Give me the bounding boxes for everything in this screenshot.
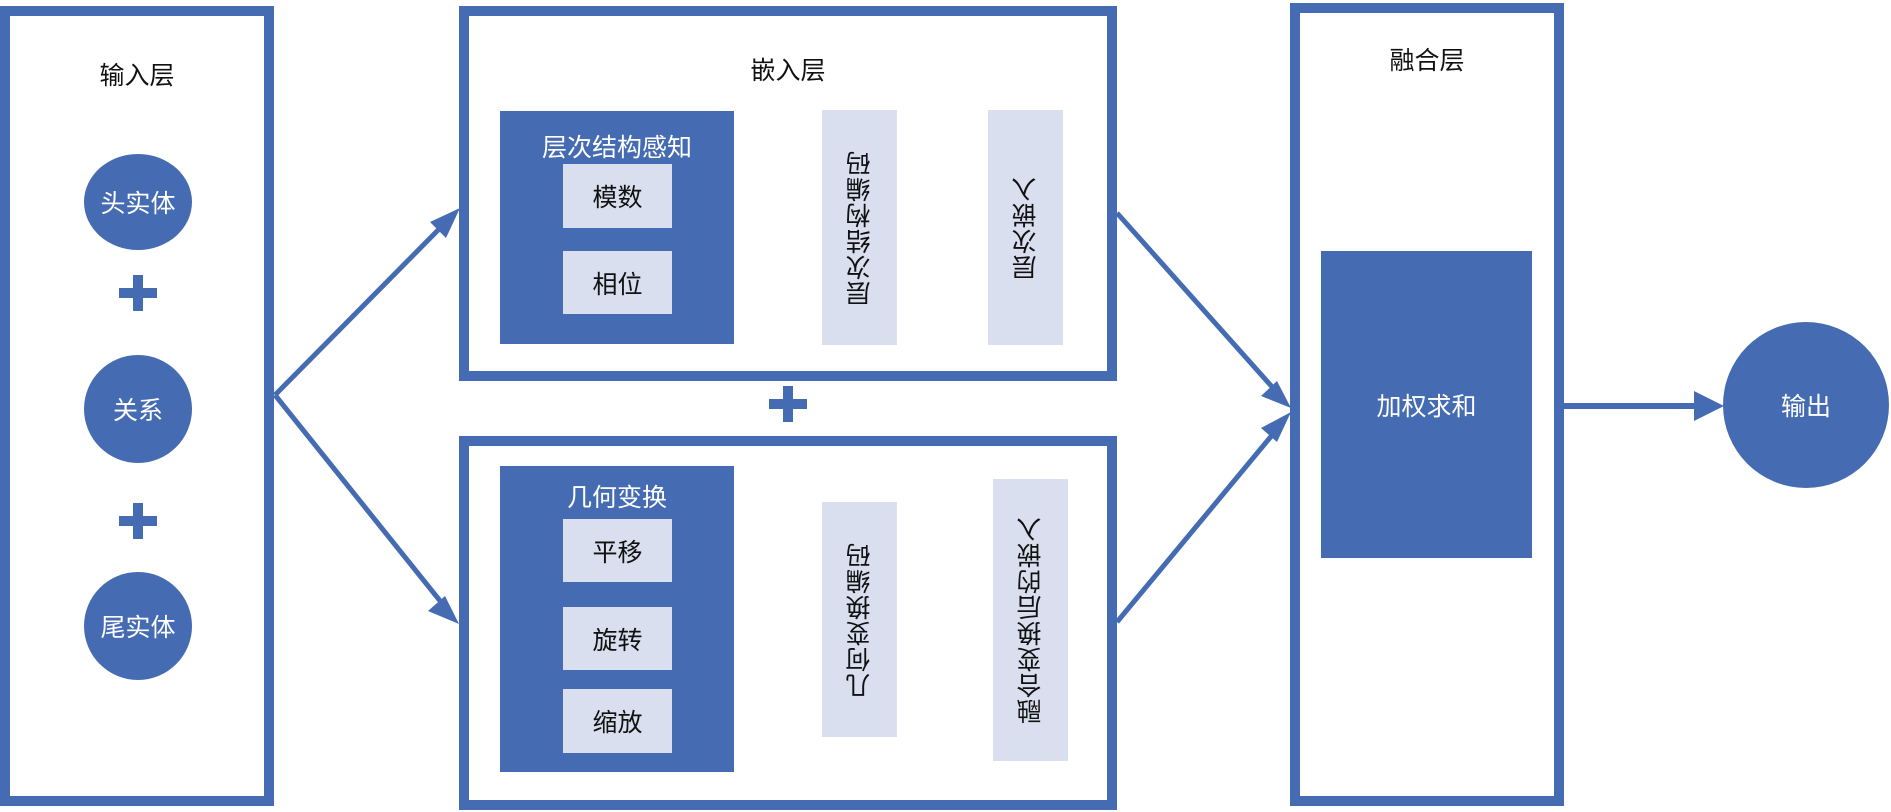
phase-label: 相位: [592, 269, 643, 299]
geometric-transform-title: 几何变换: [566, 483, 667, 512]
input-layer-title: 输入层: [99, 61, 175, 90]
hierarchy-embedding-label: 层次嵌入: [1010, 175, 1040, 280]
plus-icon: [119, 275, 157, 311]
weighted-sum-label: 加权求和: [1376, 391, 1477, 421]
arrowhead-fusion-to-output: [1694, 391, 1724, 421]
hierarchy-encoding-label: 层次结构编码: [844, 149, 874, 306]
translation-label: 平移: [592, 537, 643, 567]
hierarchy-awareness-title: 层次结构感知: [541, 133, 692, 162]
arrowhead-hierarchy-to-fusion: [1261, 381, 1291, 408]
phase-box: 相位: [563, 251, 672, 314]
hierarchy-encoding-box: 层次结构编码: [822, 110, 897, 345]
scaling-box: 缩放: [563, 689, 672, 753]
arrowhead-input-to-geometry: [428, 596, 459, 624]
weighted-sum-box: 加权求和: [1321, 251, 1532, 558]
head-entity-node: 头实体: [84, 154, 192, 250]
output-node: 输出: [1723, 322, 1889, 488]
plus-icon: [769, 386, 807, 422]
rotation-label: 旋转: [592, 625, 643, 655]
rotation-box: 旋转: [563, 607, 672, 670]
relation-label: 关系: [112, 396, 163, 425]
scaling-label: 缩放: [592, 708, 643, 737]
fusion-layer-title: 融合层: [1389, 46, 1465, 75]
head-entity-label: 头实体: [100, 189, 176, 218]
fused-transform-embedding-label: 融合变换后的嵌入: [1015, 516, 1045, 724]
embedding-layer-title: 嵌入层: [750, 56, 826, 85]
translation-box: 平移: [563, 519, 672, 582]
modulus-box: 模数: [563, 164, 672, 228]
fused-transform-embedding-box: 融合变换后的嵌入: [993, 479, 1068, 761]
geometric-encoding-label: 几何变换编码: [844, 541, 874, 698]
output-label: 输出: [1780, 392, 1831, 421]
modulus-label: 模数: [592, 183, 643, 212]
arrow-geometry-to-fusion: [1115, 420, 1285, 624]
arrow-hierarchy-to-fusion: [1115, 211, 1284, 400]
tail-entity-node: 尾实体: [84, 572, 192, 680]
hierarchy-embedding-box: 层次嵌入: [988, 110, 1063, 345]
arrow-input-to-geometry: [273, 393, 451, 614]
arrow-input-to-hierarchy: [273, 215, 453, 397]
tail-entity-label: 尾实体: [100, 613, 176, 642]
arrowhead-geometry-to-fusion: [1261, 412, 1291, 442]
geometric-encoding-box: 几何变换编码: [822, 502, 897, 737]
plus-icon: [119, 503, 157, 539]
arrowhead-input-to-hierarchy: [430, 208, 460, 238]
relation-node: 关系: [84, 355, 192, 463]
